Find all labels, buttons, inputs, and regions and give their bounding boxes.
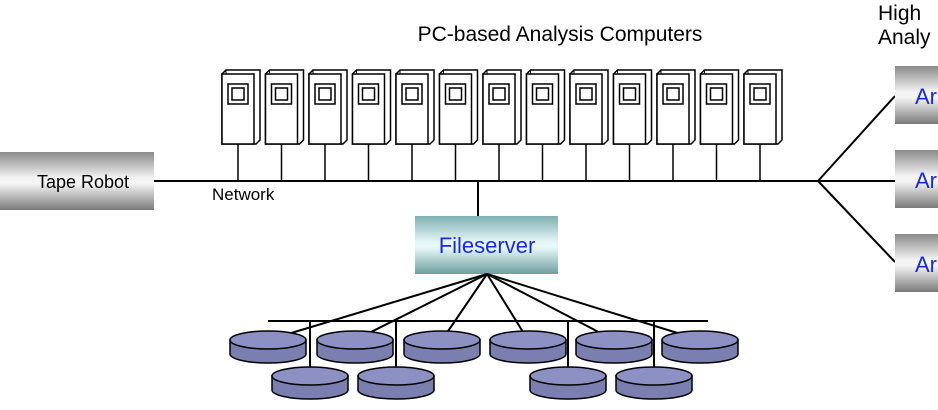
pc-tower [656,69,696,181]
right-analysis-box-3: Ar [895,234,938,292]
network-label: Network [212,185,275,204]
tape-robot-label: Tape Robot [37,172,129,192]
fork-line-lower [817,180,896,263]
pc-tower-group [221,69,783,181]
disk-drive [229,330,307,364]
right-analysis-box-1-label: Ar [915,84,937,109]
disk-drive [271,366,349,400]
disk-drive [615,366,693,400]
disk-drive [529,366,607,400]
fileserver-box: Fileserver [415,216,558,274]
right-analysis-box-3-label: Ar [915,252,937,277]
pc-tower [395,69,435,181]
right-analysis-box-2: Ar [895,150,938,208]
tape-robot-box: Tape Robot [0,152,154,210]
fork-lines [817,95,896,263]
disk-drive [316,330,394,364]
disk-drive [403,330,481,364]
pc-tower [612,69,653,181]
pc-tower [482,69,522,181]
disk-drive [661,330,739,364]
right-analysis-box-2-label: Ar [915,168,937,193]
high-performance-title-line1: High [878,2,921,25]
pc-tower [308,69,348,181]
analysis-computers-title: PC-based Analysis Computers [418,23,703,46]
pc-tower [743,69,783,181]
pc-tower [221,69,261,181]
disk-drive [357,366,435,400]
pc-tower [438,69,479,181]
pc-tower [525,69,566,181]
disk-array-group [229,330,739,400]
pc-tower [569,69,609,181]
right-analysis-box-1: Ar [895,66,938,124]
pc-tower [351,69,392,181]
pc-tower [699,69,740,181]
disk-drive [489,330,567,364]
high-performance-title-line2: Analy [878,26,931,49]
fork-line-upper [817,95,896,182]
fileserver-label: Fileserver [439,233,536,258]
disk-drive [575,330,653,364]
pc-tower [264,69,305,181]
